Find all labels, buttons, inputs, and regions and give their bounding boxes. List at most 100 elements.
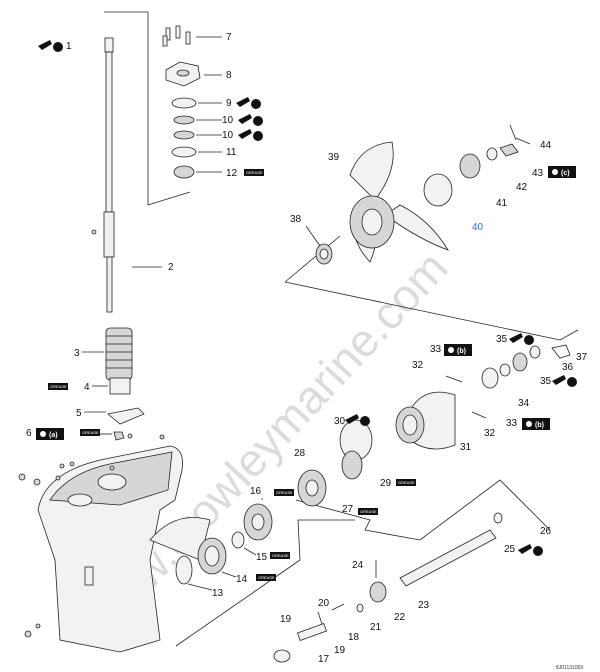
callout-41: 41	[496, 198, 508, 209]
callout-21: 21	[370, 622, 382, 633]
callout-36: 36	[562, 362, 574, 373]
svg-text:GREASE: GREASE	[82, 430, 99, 435]
grease-tube-icon: GREASE	[244, 169, 264, 176]
callouts: 1 2 3 4 5 6 7 8 9 10 10 11 12 13 14 15 1…	[26, 32, 588, 665]
callout-39: 39	[328, 152, 340, 163]
callout-22: 22	[394, 612, 406, 623]
svg-text:GREASE: GREASE	[50, 384, 67, 389]
callout-44: 44	[540, 140, 552, 151]
grease-tube-icon: GREASE	[274, 489, 294, 496]
svg-text:GREASE: GREASE	[398, 480, 415, 485]
callout-9: 9	[226, 98, 232, 109]
svg-text:GREASE: GREASE	[258, 575, 275, 580]
sealant-badge-b: (b)	[522, 418, 550, 430]
callout-31: 31	[460, 442, 472, 453]
svg-text:GREASE: GREASE	[360, 509, 377, 514]
callout-33b: 33	[506, 418, 518, 429]
grease-icons: GREASE GREASE GREASE GREASE GREASE GREAS…	[36, 40, 577, 581]
seal-34	[481, 367, 499, 389]
callout-37: 37	[576, 352, 588, 363]
pin	[91, 229, 97, 235]
callout-10a: 10	[222, 115, 234, 126]
nut-43	[499, 143, 519, 157]
callout-15: 15	[256, 552, 268, 563]
svg-text:GREASE: GREASE	[276, 490, 293, 495]
callout-19a: 19	[280, 614, 292, 625]
callout-10b: 10	[222, 130, 234, 141]
callout-30: 30	[334, 416, 346, 427]
grease-gun-icon	[509, 333, 534, 345]
pin-21	[331, 603, 345, 611]
clip-37	[551, 344, 571, 359]
bolt-32b	[471, 411, 487, 419]
callout-35b: 35	[540, 376, 552, 387]
callout-32a: 32	[412, 360, 424, 371]
callout-43: 43	[532, 168, 544, 179]
svg-text:(c): (c)	[561, 170, 570, 177]
washer-42	[486, 147, 498, 161]
shim-13	[175, 555, 193, 585]
grease-gun-icon	[236, 97, 261, 109]
grease-tube-icon: GREASE	[270, 552, 290, 559]
callout-20: 20	[318, 598, 330, 609]
bushing-15	[231, 531, 245, 549]
propeller-shaft-25	[399, 529, 497, 587]
cotter-pin-44	[509, 124, 517, 141]
callout-38: 38	[290, 214, 302, 225]
callout-2: 2	[168, 262, 174, 273]
forward-gear-group	[175, 498, 355, 647]
bolt-32a	[445, 375, 463, 383]
callout-14: 14	[236, 574, 248, 585]
shift-spring-3	[82, 327, 133, 381]
grease-tube-icon: GREASE	[358, 508, 378, 515]
callout-26: 26	[540, 526, 552, 537]
callout-35a: 35	[496, 334, 508, 345]
grease-tube-icon: GREASE	[48, 383, 68, 390]
propeller-group	[284, 124, 579, 341]
callout-40: 40	[472, 222, 484, 233]
dog-clutch-23	[369, 581, 387, 603]
callout-5: 5	[76, 408, 82, 419]
sealant-badge-b: (b)	[444, 344, 472, 356]
svg-text:(b): (b)	[535, 422, 544, 429]
group-bracket-line	[104, 11, 191, 206]
svg-text:GREASE: GREASE	[272, 553, 289, 558]
callout-16: 16	[250, 486, 262, 497]
callout-1: 1	[66, 41, 72, 52]
driveshaft-spline	[104, 37, 114, 53]
shift-plunger-18	[296, 622, 328, 642]
spring-22	[356, 603, 364, 613]
grease-gun-icon	[238, 129, 263, 141]
grease-gun-icon	[238, 114, 263, 126]
svg-text:(a): (a)	[49, 432, 58, 439]
callout-29: 29	[380, 478, 392, 489]
callout-33a: 33	[430, 344, 442, 355]
callout-18: 18	[348, 632, 360, 643]
washer-10a	[173, 115, 195, 125]
driveshaft-upper	[105, 51, 113, 213]
callout-19b: 19	[334, 645, 346, 656]
oring-36	[529, 345, 541, 359]
callout-12: 12	[226, 168, 238, 179]
grease-gun-icon	[552, 375, 577, 387]
callout-27: 27	[342, 504, 354, 515]
grease-gun-icon	[345, 414, 370, 426]
callout-4: 4	[84, 382, 90, 393]
callout-3: 3	[74, 348, 80, 359]
oring-17	[273, 649, 291, 663]
bushing-4	[109, 377, 131, 395]
svg-text:GREASE: GREASE	[246, 170, 263, 175]
grease-tube-icon: GREASE	[80, 429, 100, 436]
bolts-7	[162, 25, 191, 47]
bushing-40	[423, 173, 453, 207]
blade-upper	[349, 141, 394, 201]
washer-41	[459, 153, 481, 179]
svg-text:(b): (b)	[457, 348, 466, 355]
circlip-26	[493, 512, 503, 524]
grease-gun-icon	[38, 40, 63, 52]
sealant-badge-a: (a)	[36, 428, 64, 440]
callout-23: 23	[418, 600, 430, 611]
grease-tube-icon: GREASE	[396, 479, 416, 486]
grease-gun-icon	[518, 544, 543, 556]
